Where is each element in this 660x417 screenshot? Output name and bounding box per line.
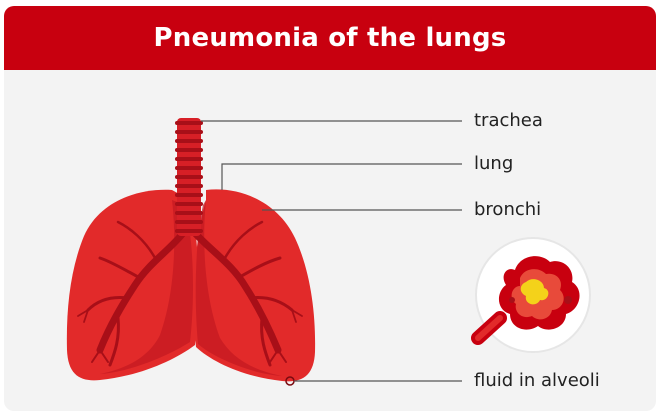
label-fluid-in-alveoli: fluid in alveoli: [474, 370, 600, 391]
label-lung: lung: [474, 153, 513, 174]
right-lung: [194, 189, 315, 381]
alveoli-zoom: [476, 238, 590, 352]
trachea: [175, 118, 203, 236]
label-trachea: trachea: [474, 110, 543, 131]
label-bronchi: bronchi: [474, 199, 541, 220]
